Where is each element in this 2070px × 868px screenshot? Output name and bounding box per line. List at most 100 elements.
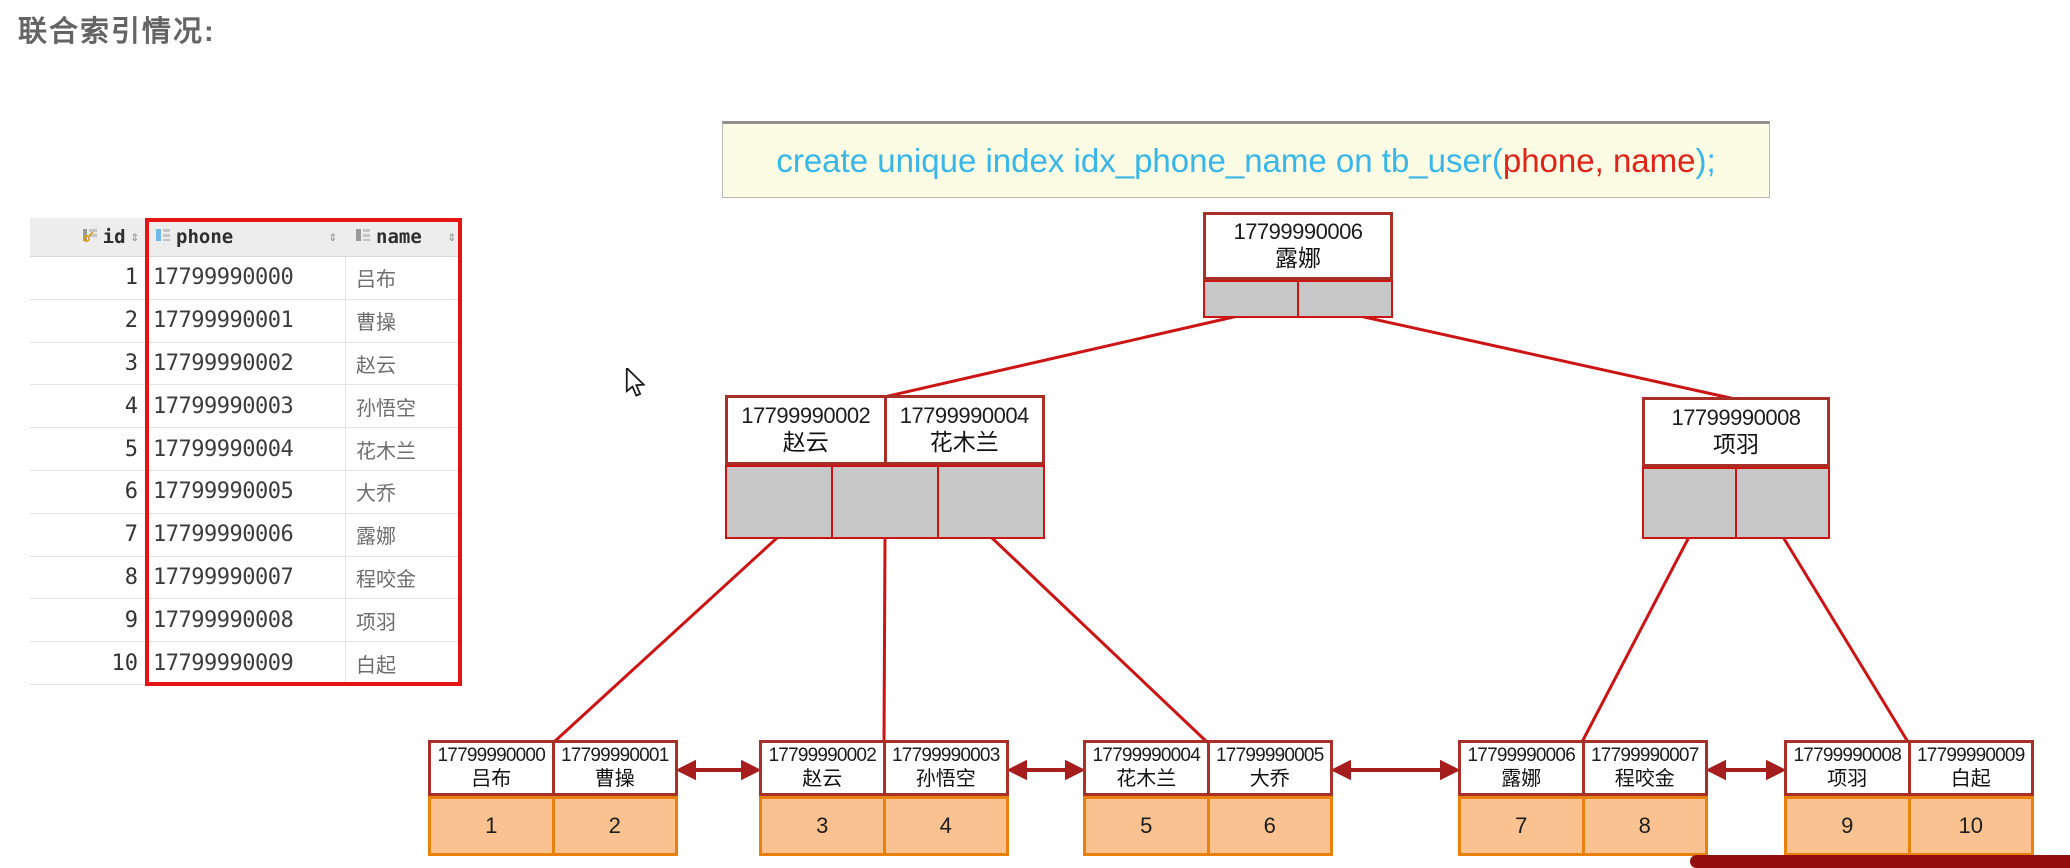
- key-phone: 17799990004: [1092, 744, 1201, 766]
- page-title: 联合索引情况:: [18, 16, 216, 48]
- leaf-linked-list-arrows: [675, 759, 1787, 781]
- pointer-cell: [833, 465, 939, 539]
- leaf-row-id-cell: 6: [1209, 796, 1333, 856]
- cell-phone: 17799990008: [153, 607, 294, 633]
- key-phone: 17799990002: [741, 403, 871, 428]
- mouse-cursor: [624, 365, 650, 403]
- cell-phone: 17799990002: [153, 350, 294, 376]
- sql-text-suffix: );: [1695, 141, 1716, 179]
- column-header-phone[interactable]: phone ⇕: [145, 218, 345, 256]
- key-name: 曹操: [594, 768, 635, 791]
- key-name: 花木兰: [1116, 768, 1177, 791]
- table-row[interactable]: 9 17799990008 项羽: [30, 599, 462, 643]
- key-name: 赵云: [802, 768, 843, 791]
- sort-icon[interactable]: ⇕: [328, 229, 337, 245]
- leaf-row-id-cell: 5: [1083, 796, 1210, 856]
- key-phone: 17799990004: [899, 403, 1030, 428]
- cell-phone: 17799990009: [153, 650, 294, 676]
- cell-name: 赵云: [345, 342, 462, 385]
- cell-phone: 17799990000: [153, 265, 294, 291]
- key-phone: 17799990006: [1467, 744, 1576, 766]
- key-name: 孙悟空: [915, 768, 976, 791]
- cell-phone: 17799990005: [153, 479, 294, 505]
- sort-icon[interactable]: ⇕: [130, 229, 139, 245]
- leaf-row-id-cell: 10: [1910, 796, 2034, 856]
- pointer-cell: [725, 465, 833, 539]
- cell-phone: 17799990001: [153, 308, 294, 334]
- cell-id: 7: [124, 522, 138, 548]
- leaf-row-id-cell: 9: [1784, 796, 1911, 856]
- cell-name: 项羽: [345, 599, 462, 642]
- key-name: 花木兰: [929, 429, 999, 456]
- key-name: 项羽: [1827, 768, 1868, 791]
- cell-name: 露娜: [345, 513, 462, 556]
- column-header-name[interactable]: name ⇕: [345, 218, 462, 256]
- cell-name: 曹操: [345, 299, 462, 342]
- leaf-row-id-cell: 1: [428, 796, 555, 856]
- pointer-cell: [1642, 467, 1737, 539]
- column-label: name: [376, 226, 422, 248]
- cell-phone: 17799990007: [153, 564, 294, 590]
- key-phone: 17799990007: [1591, 744, 1699, 766]
- cell-phone: 17799990004: [153, 436, 294, 462]
- cell-name: 花木兰: [345, 428, 462, 470]
- column-header-id[interactable]: id ⇕: [30, 218, 145, 256]
- key-name: 程咬金: [1614, 768, 1675, 791]
- key-name: 项羽: [1713, 431, 1759, 458]
- cell-id: 9: [124, 607, 138, 633]
- sort-icon[interactable]: ⇕: [447, 229, 456, 245]
- key-phone: 17799990008: [1793, 744, 1902, 766]
- key-name: 大乔: [1249, 768, 1290, 791]
- key-phone: 17799990008: [1671, 405, 1801, 430]
- key-phone: 17799990005: [1216, 744, 1324, 766]
- cell-id: 6: [124, 479, 138, 505]
- cell-name: 白起: [345, 642, 462, 684]
- leaf-row-id-cell: 2: [554, 796, 678, 856]
- pointer-cell: [1299, 280, 1393, 318]
- leaf-row-id-cell: 8: [1584, 796, 1708, 856]
- sql-index-columns: phone, name: [1502, 141, 1696, 179]
- key-name: 露娜: [1275, 245, 1321, 272]
- table-row[interactable]: 7 17799990006 露娜: [30, 513, 462, 557]
- cell-id: 5: [124, 436, 138, 462]
- cell-name: 大乔: [345, 470, 462, 513]
- key-name: 赵云: [782, 429, 829, 456]
- cell-phone: 17799990003: [153, 393, 294, 419]
- pointer-cell: [1737, 467, 1830, 539]
- key-phone: 17799990000: [437, 744, 546, 766]
- table-column-icon: [155, 226, 171, 248]
- pointer-cell: [1203, 280, 1299, 318]
- cell-name: 程咬金: [345, 556, 462, 599]
- leaf-row-id-cell: 3: [759, 796, 886, 856]
- grid-header-row: id ⇕ phone ⇕: [30, 218, 462, 257]
- table-row[interactable]: 6 17799990005 大乔: [30, 470, 462, 514]
- table-row[interactable]: 5 17799990004 花木兰: [30, 428, 462, 471]
- bottom-red-bar: [1690, 855, 2070, 868]
- cell-phone: 17799990006: [153, 522, 294, 548]
